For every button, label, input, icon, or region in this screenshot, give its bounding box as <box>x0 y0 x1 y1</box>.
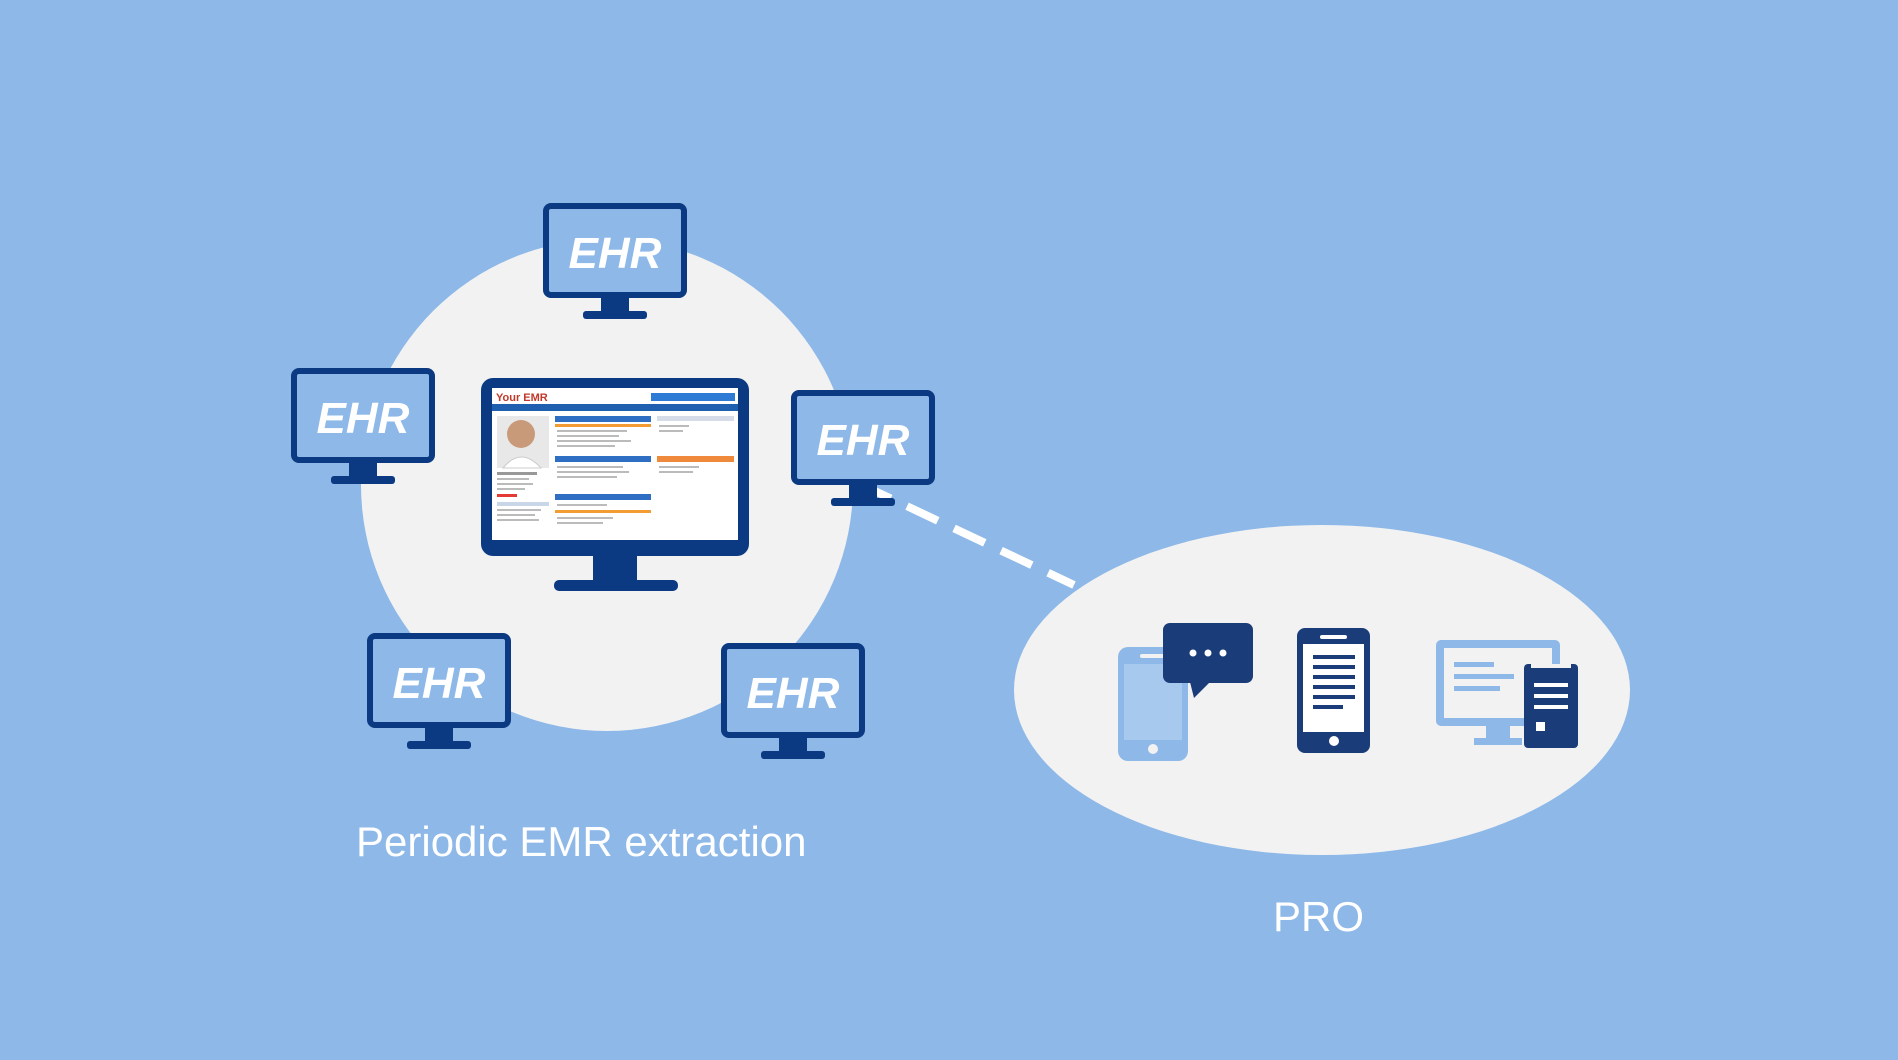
ehr-label: EHR <box>817 416 910 465</box>
ehr-monitor-icon: EHR <box>543 203 687 319</box>
ehr-monitor-icon: EHR <box>721 643 865 759</box>
ehr-label: EHR <box>393 659 486 708</box>
ehr-label: EHR <box>569 229 662 278</box>
ehr-monitor-icon: EHR <box>367 633 511 749</box>
emr-screen-icon: Your EMR <box>481 378 749 591</box>
caption-periodic-emr-extraction: Periodic EMR extraction <box>356 818 807 865</box>
ehr-monitor-icon: EHR <box>291 368 435 484</box>
desktop-tablet-icon <box>1436 640 1578 748</box>
emr-screen-title: Your EMR <box>496 392 548 404</box>
ehr-label: EHR <box>747 669 840 718</box>
phone-chat-icon <box>1118 623 1253 761</box>
ehr-label: EHR <box>317 394 410 443</box>
ehr-monitor-icon: EHR <box>791 390 935 506</box>
dashed-connector <box>858 480 1076 589</box>
smartphone-icon <box>1297 628 1370 753</box>
caption-pro: PRO <box>1273 893 1365 940</box>
